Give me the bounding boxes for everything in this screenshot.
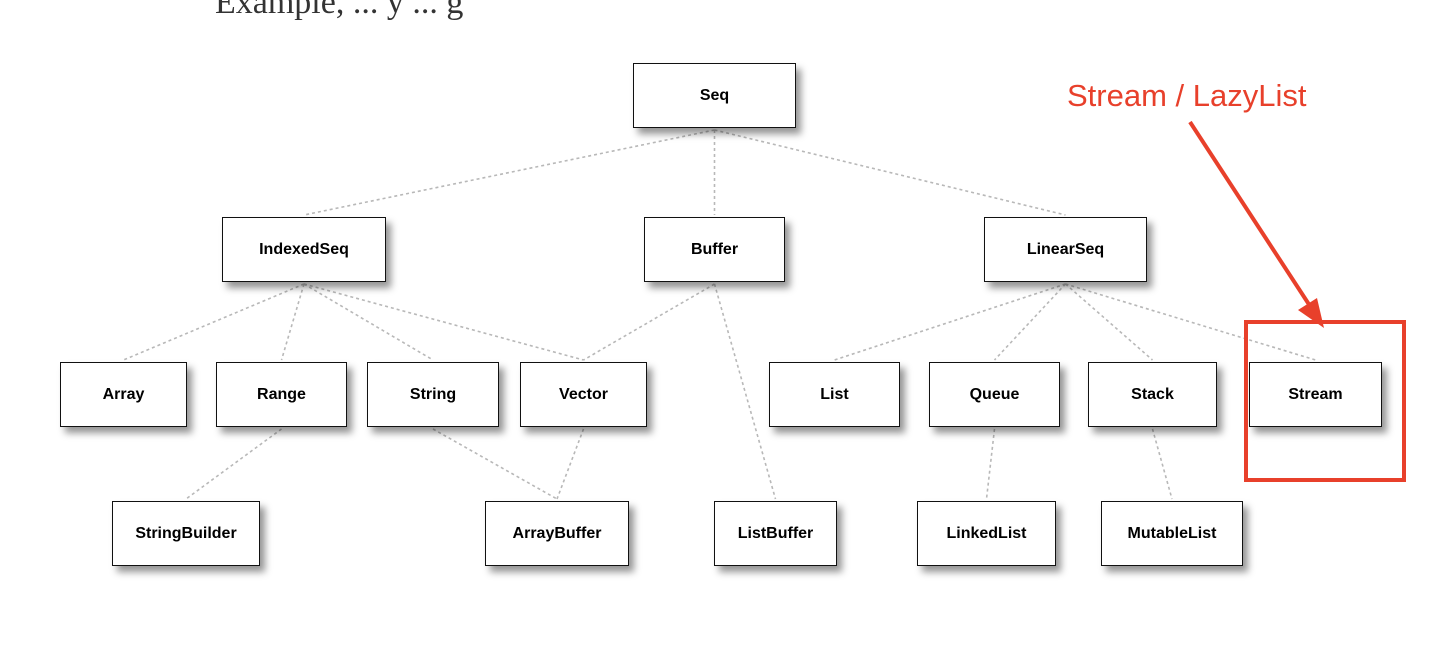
connector-linearseq-stack bbox=[1064, 283, 1154, 361]
node-queue: Queue bbox=[929, 362, 1060, 427]
connector-seq-linearseq bbox=[714, 129, 1066, 216]
connector-string-arraybuffer bbox=[432, 428, 558, 500]
node-seq: Seq bbox=[633, 63, 796, 128]
connector-seq-indexedseq bbox=[303, 129, 715, 216]
node-arraybuffer: ArrayBuffer bbox=[485, 501, 629, 566]
connector-vector-arraybuffer bbox=[556, 428, 585, 500]
connector-linearseq-list bbox=[834, 283, 1066, 361]
node-vector: Vector bbox=[520, 362, 647, 427]
connector-indexedseq-array bbox=[123, 283, 305, 361]
node-list: List bbox=[769, 362, 900, 427]
header-text-fragment: Example, ... y ... g bbox=[215, 0, 464, 21]
callout-label: Stream / LazyList bbox=[1067, 78, 1307, 113]
node-indexedseq: IndexedSeq bbox=[222, 217, 386, 282]
connector-buffer-listbuffer bbox=[713, 283, 777, 500]
node-linearseq: LinearSeq bbox=[984, 217, 1147, 282]
node-stream: Stream bbox=[1249, 362, 1382, 427]
connector-stack-mutablelist bbox=[1151, 428, 1173, 500]
connector-buffer-vector bbox=[583, 283, 715, 361]
node-mutablelist: MutableList bbox=[1101, 501, 1243, 566]
connector-linearseq-queue bbox=[993, 283, 1067, 361]
connector-indexedseq-range bbox=[280, 283, 305, 361]
connector-queue-linkedlist bbox=[985, 428, 996, 500]
connector-indexedseq-string bbox=[303, 283, 434, 361]
node-stack: Stack bbox=[1088, 362, 1217, 427]
node-buffer: Buffer bbox=[644, 217, 785, 282]
node-stringbuilder: StringBuilder bbox=[112, 501, 260, 566]
node-string: String bbox=[367, 362, 499, 427]
node-range: Range bbox=[216, 362, 347, 427]
callout-highlight-box bbox=[1244, 320, 1406, 482]
node-linkedlist: LinkedList bbox=[917, 501, 1056, 566]
connector-range-stringbuilder bbox=[185, 428, 282, 500]
node-array: Array bbox=[60, 362, 187, 427]
node-listbuffer: ListBuffer bbox=[714, 501, 837, 566]
connector-indexedseq-vector bbox=[303, 283, 584, 361]
connector-linearseq-stream bbox=[1065, 283, 1316, 361]
